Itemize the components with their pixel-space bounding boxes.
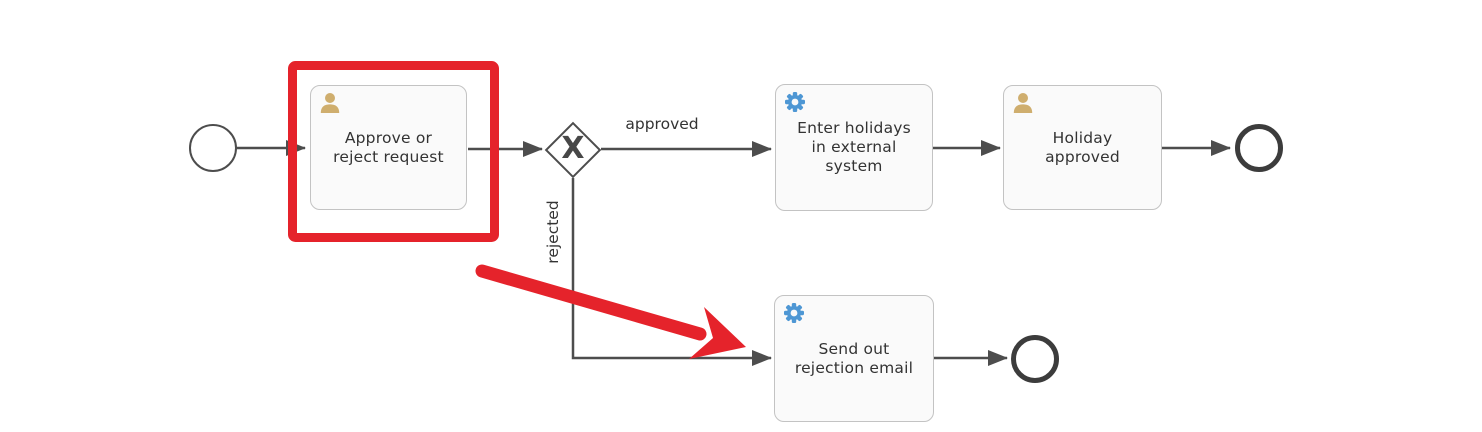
task-label: Holiday approved (1045, 128, 1120, 166)
task-label: Approve or reject request (333, 128, 444, 166)
end-event-approved[interactable] (1235, 124, 1283, 172)
exclusive-gateway[interactable]: X (544, 121, 602, 179)
start-event[interactable] (189, 124, 237, 172)
user-task-icon (1012, 92, 1034, 114)
task-holiday-approved[interactable]: Holiday approved (1003, 85, 1162, 210)
gateway-x-marker: X (561, 131, 585, 166)
task-approve-reject-request[interactable]: Approve or reject request (310, 85, 467, 210)
flow-label-approved: approved (625, 115, 699, 133)
flow-label-rejected: rejected (544, 200, 562, 264)
task-label: Enter holidays in external system (797, 119, 911, 175)
task-label: Send out rejection email (794, 339, 914, 377)
user-task-icon (319, 92, 341, 114)
service-task-gear-icon (783, 302, 805, 324)
end-event-rejected[interactable] (1011, 335, 1059, 383)
task-send-rejection-email[interactable]: Send out rejection email (774, 295, 934, 422)
flow-gateway-rejected[interactable] (571, 178, 772, 366)
service-task-gear-icon (784, 91, 806, 113)
task-enter-holidays[interactable]: Enter holidays in external system (775, 84, 933, 211)
